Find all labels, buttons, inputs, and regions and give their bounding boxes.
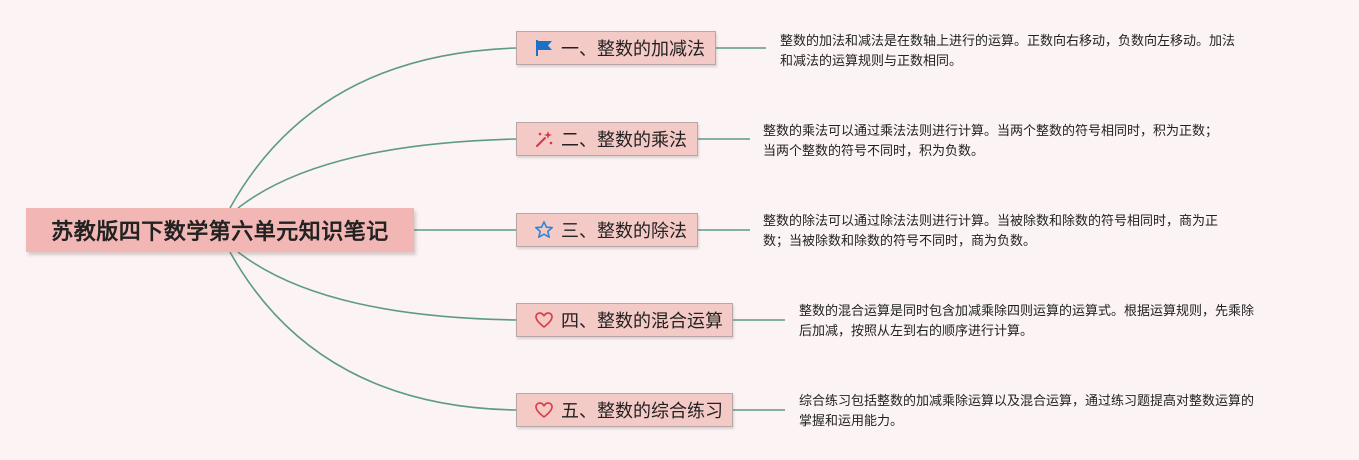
branch-topic-5[interactable]: 五、整数的综合练习 bbox=[516, 393, 733, 427]
branch-topic-4-label: 四、整数的混合运算 bbox=[561, 311, 723, 332]
sparkle-wand-icon bbox=[533, 128, 555, 150]
branch-topic-3-label: 三、整数的除法 bbox=[561, 221, 687, 242]
connector-branch-4 bbox=[237, 251, 517, 321]
heart-outline-icon bbox=[533, 309, 555, 331]
blue-flag-icon bbox=[533, 37, 555, 59]
branch-topic-2[interactable]: 二、整数的乘法 bbox=[516, 122, 698, 156]
note-branch-4: 整数的混合运算是同时包含加减乘除四则运算的运算式。根据运算规则，先乘除 后加减，… bbox=[799, 304, 1255, 339]
branch-topic-1[interactable]: 一、整数的加减法 bbox=[516, 31, 716, 65]
note-branch-3: 整数的除法可以通过除法法则进行计算。当被除数和除数的符号相同时，商为正 数；当被… bbox=[763, 214, 1219, 249]
connector-branch-5 bbox=[229, 251, 517, 411]
branch-topic-3[interactable]: 三、整数的除法 bbox=[516, 213, 698, 247]
note-branch-5: 综合练习包括整数的加减乘除运算以及混合运算，通过练习题提高对整数运算的 掌握和运… bbox=[799, 394, 1255, 429]
branch-topic-5-label: 五、整数的综合练习 bbox=[561, 401, 723, 422]
star-outline-icon bbox=[533, 219, 555, 241]
branch-topic-4[interactable]: 四、整数的混合运算 bbox=[516, 303, 733, 337]
note-branch-2: 整数的乘法可以通过乘法法则进行计算。当两个整数的符号相同时，积为正数； 当两个整… bbox=[763, 124, 1219, 159]
heart-outline-icon bbox=[533, 399, 555, 421]
branch-topic-1-label: 一、整数的加减法 bbox=[561, 39, 705, 60]
connector-branch-1 bbox=[229, 47, 517, 209]
branch-topic-2-label: 二、整数的乘法 bbox=[561, 130, 687, 151]
connector-branch-2 bbox=[237, 138, 517, 209]
root-topic[interactable]: 苏教版四下数学第六单元知识笔记 bbox=[26, 208, 414, 252]
root-topic-label: 苏教版四下数学第六单元知识笔记 bbox=[51, 220, 389, 245]
note-branch-1: 整数的加法和减法是在数轴上进行的运算。正数向右移动，负数向左移动。加法 和减法的… bbox=[780, 34, 1236, 69]
